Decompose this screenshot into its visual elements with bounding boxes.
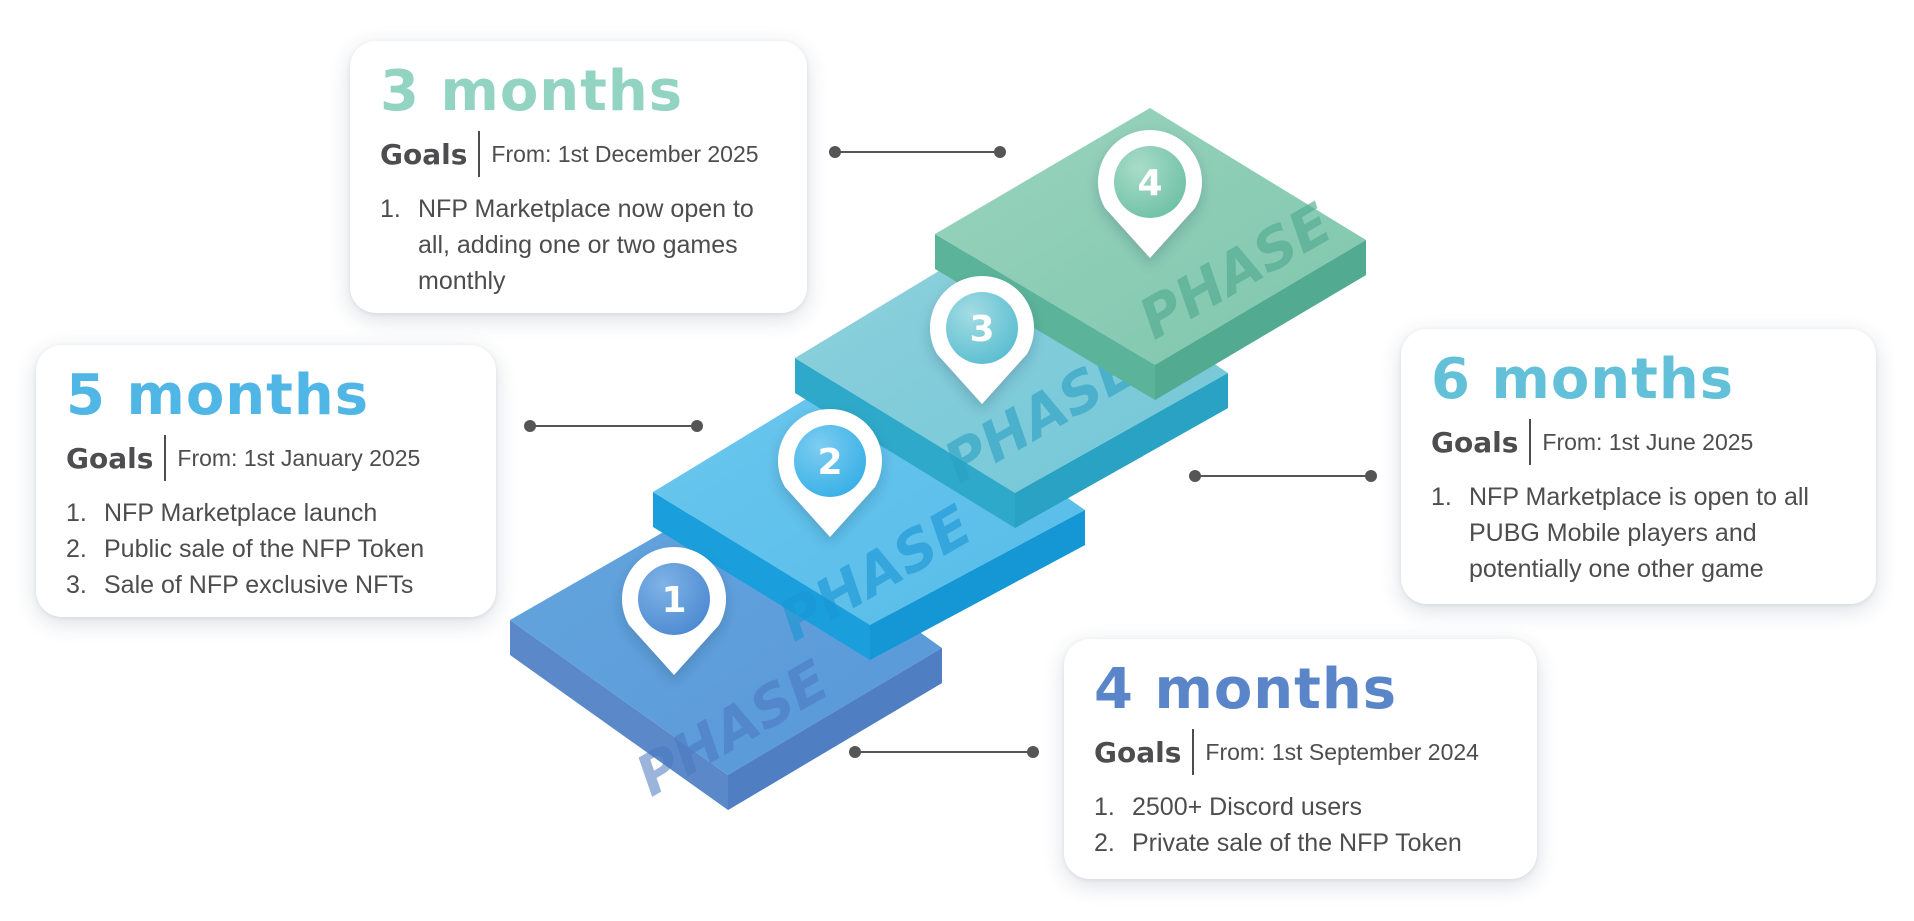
goal-number: 1. bbox=[1431, 483, 1452, 511]
goal-number: 2. bbox=[1094, 829, 1115, 857]
phase-4-goal-list: 1. NFP Marketplace now open to all, addi… bbox=[380, 191, 779, 299]
goals-divider bbox=[1192, 729, 1195, 775]
phase-3-goal-list: 1. NFP Marketplace is open to all PUBG M… bbox=[1431, 479, 1848, 587]
phase-2-duration: 5 months bbox=[66, 363, 370, 428]
goal-text: Private sale of the NFP Token bbox=[1132, 829, 1462, 857]
pin-marker-1-number: 1 bbox=[661, 580, 686, 621]
pin-marker-4: 4 bbox=[1098, 129, 1202, 258]
connector-phase-4 bbox=[829, 146, 1006, 158]
goal-text: 2500+ Discord users bbox=[1132, 793, 1362, 821]
goals-label: Goals bbox=[66, 441, 154, 475]
goals-divider bbox=[478, 131, 481, 177]
goal-text: NFP Marketplace launch bbox=[104, 499, 378, 527]
goal-number: 1. bbox=[1094, 793, 1115, 821]
phase-4-goals-header: Goals From: 1st December 2025 bbox=[380, 131, 779, 177]
goal-item: 1. NFP Marketplace launch bbox=[66, 495, 468, 531]
connector-phase-2 bbox=[524, 420, 703, 432]
goal-item: 1. NFP Marketplace is open to all PUBG M… bbox=[1431, 479, 1848, 587]
goal-item: 1. NFP Marketplace now open to all, addi… bbox=[380, 191, 779, 299]
goals-label: Goals bbox=[1431, 425, 1519, 459]
phase-2-goals-header: Goals From: 1st January 2025 bbox=[66, 435, 468, 481]
goal-number: 3. bbox=[66, 571, 87, 599]
pin-marker-4-number: 4 bbox=[1137, 163, 1162, 204]
phase-1-start-date: From: 1st September 2024 bbox=[1205, 738, 1479, 765]
goals-divider bbox=[1529, 419, 1532, 465]
goal-text: Sale of NFP exclusive NFTs bbox=[104, 571, 414, 599]
goal-number: 2. bbox=[66, 535, 87, 563]
phase-2-card: 5 months Goals From: 1st January 2025 1.… bbox=[36, 345, 496, 617]
phase-1-goal-list: 1. 2500+ Discord users 2. Private sale o… bbox=[1094, 789, 1509, 861]
phase-3-card: 6 months Goals From: 1st June 2025 1. NF… bbox=[1401, 329, 1876, 604]
goal-item: 1. 2500+ Discord users bbox=[1094, 789, 1509, 825]
goals-divider bbox=[164, 435, 167, 481]
phase-1-duration: 4 months bbox=[1094, 657, 1398, 722]
goal-item: 2. Public sale of the NFP Token bbox=[66, 531, 468, 567]
phase-1-card: 4 months Goals From: 1st September 2024 … bbox=[1064, 639, 1537, 879]
goal-text: NFP Marketplace is open to all PUBG Mobi… bbox=[1469, 483, 1809, 583]
phase-3-goals-header: Goals From: 1st June 2025 bbox=[1431, 419, 1848, 465]
phase-3-duration: 6 months bbox=[1431, 347, 1735, 412]
goal-item: 3. Sale of NFP exclusive NFTs bbox=[66, 567, 468, 603]
phase-1-goals-header: Goals From: 1st September 2024 bbox=[1094, 729, 1509, 775]
phase-3-start-date: From: 1st June 2025 bbox=[1542, 428, 1754, 455]
pin-marker-3: 3 bbox=[930, 275, 1034, 404]
phase-4-duration: 3 months bbox=[380, 59, 684, 124]
goal-number: 1. bbox=[66, 499, 87, 527]
phase-2-start-date: From: 1st January 2025 bbox=[177, 444, 421, 471]
goals-label: Goals bbox=[1094, 735, 1182, 769]
pin-marker-2: 2 bbox=[778, 408, 882, 537]
goal-text: Public sale of the NFP Token bbox=[104, 535, 425, 563]
phase-2-goal-list: 1. NFP Marketplace launch 2. Public sale… bbox=[66, 495, 468, 603]
connector-phase-3 bbox=[1189, 470, 1377, 482]
pin-marker-2-number: 2 bbox=[817, 442, 842, 483]
pin-marker-3-number: 3 bbox=[969, 309, 994, 350]
goal-text: NFP Marketplace now open to all, adding … bbox=[418, 195, 754, 295]
phase-4-start-date: From: 1st December 2025 bbox=[491, 140, 759, 167]
pin-marker-1: 1 bbox=[622, 546, 726, 675]
goal-item: 2. Private sale of the NFP Token bbox=[1094, 825, 1509, 861]
connector-phase-1 bbox=[849, 746, 1039, 758]
goals-label: Goals bbox=[380, 137, 468, 171]
goal-number: 1. bbox=[380, 195, 401, 223]
phase-4-card: 3 months Goals From: 1st December 2025 1… bbox=[350, 41, 807, 313]
